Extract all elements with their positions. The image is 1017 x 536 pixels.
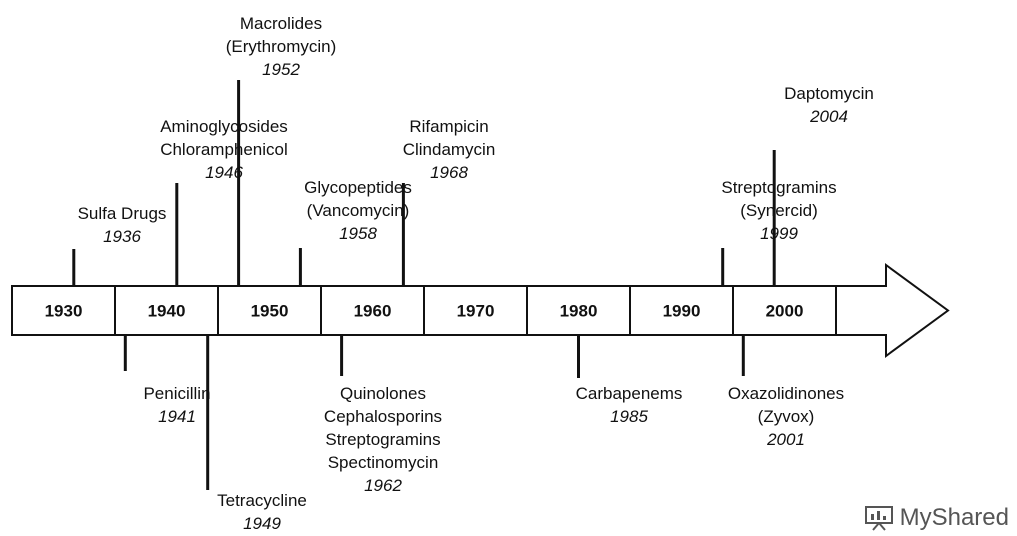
- decade-cell-1980: [526, 285, 631, 336]
- event-sulfa: Sulfa Drugs 1936: [72, 204, 167, 286]
- decade-label-1990: 1990: [663, 302, 701, 321]
- timeline-events: Sulfa Drugs 1936 AminoglycosidesChloramphe…: [72, 14, 874, 533]
- decade-cell-2000: [732, 285, 837, 336]
- watermark: MyShared: [864, 504, 1009, 532]
- event-tetracycline: Tetracycline 1949: [206, 335, 307, 533]
- event-year: 2001: [766, 430, 805, 449]
- event-year: 1946: [205, 163, 243, 182]
- event-name: Spectinomycin: [328, 453, 439, 472]
- event-glycopeptides: Glycopeptides (Vancomycin) 1958: [298, 178, 412, 286]
- event-year: 1958: [339, 224, 377, 243]
- event-year: 2004: [809, 107, 848, 126]
- event-name: (Erythromycin): [226, 37, 337, 56]
- watermark-text: MyShared: [899, 504, 1009, 531]
- event-carbapenems: Carbapenems 1985: [576, 335, 683, 426]
- event-name: Tetracycline: [217, 491, 307, 510]
- decade-cell-1970: [423, 285, 528, 336]
- event-year: 1949: [243, 514, 281, 533]
- event-name: Glycopeptides: [304, 178, 412, 197]
- event-name: (Zyvox): [758, 407, 815, 426]
- presentation-board-icon: [864, 506, 893, 531]
- event-name: (Vancomycin): [307, 201, 410, 220]
- decade-cell-1990: [629, 285, 734, 336]
- event-streptogramins-synercid: Streptogramins (Synercid) 1999: [721, 178, 837, 286]
- event-year: 1941: [158, 407, 196, 426]
- event-year: 1968: [430, 163, 468, 182]
- event-name: Macrolides: [240, 14, 322, 33]
- decade-label-1930: 1930: [45, 302, 83, 321]
- decade-label-2000: 2000: [766, 302, 804, 321]
- decade-cell-1940: [114, 285, 219, 336]
- event-name: Oxazolidinones: [728, 384, 844, 403]
- event-name: Streptogramins: [325, 430, 440, 449]
- decade-cell-1930: [11, 285, 116, 336]
- event-oxazolidinones: Oxazolidinones (Zyvox) 2001: [728, 335, 844, 449]
- event-year: 1985: [610, 407, 648, 426]
- event-name: Streptogramins: [721, 178, 836, 197]
- timeline-bar: 1930 1940 1950 1960 1970 1980 1990 2000: [11, 285, 837, 336]
- event-name: Carbapenems: [576, 384, 683, 403]
- event-name: (Synercid): [740, 201, 817, 220]
- event-name: Daptomycin: [784, 84, 874, 103]
- event-name: Rifampicin: [409, 117, 488, 136]
- event-year: 1962: [364, 476, 402, 495]
- event-penicillin: Penicillin 1941: [123, 335, 211, 426]
- event-macrolides: Macrolides (Erythromycin) 1952: [226, 14, 337, 286]
- decade-label-1980: 1980: [560, 302, 598, 321]
- decade-label-1970: 1970: [457, 302, 495, 321]
- decade-cell-1950: [217, 285, 322, 336]
- event-daptomycin: Daptomycin 2004: [772, 84, 874, 286]
- event-year: 1952: [262, 60, 300, 79]
- decade-label-1950: 1950: [251, 302, 289, 321]
- event-name: Quinolones: [340, 384, 426, 403]
- event-year: 1999: [760, 224, 798, 243]
- decade-label-1940: 1940: [148, 302, 186, 321]
- timeline-arrow: [835, 263, 950, 358]
- event-name: Chloramphenicol: [160, 140, 288, 159]
- event-name: Penicillin: [143, 384, 210, 403]
- event-name: Sulfa Drugs: [78, 204, 167, 223]
- event-name: Aminoglycosides: [160, 117, 288, 136]
- event-quinolones: QuinolonesCephalosporinsStreptograminsSp…: [324, 335, 442, 495]
- event-name: Clindamycin: [403, 140, 496, 159]
- decade-label-1960: 1960: [354, 302, 392, 321]
- event-year: 1936: [103, 227, 141, 246]
- event-name: Cephalosporins: [324, 407, 442, 426]
- arrow-head: [835, 263, 950, 358]
